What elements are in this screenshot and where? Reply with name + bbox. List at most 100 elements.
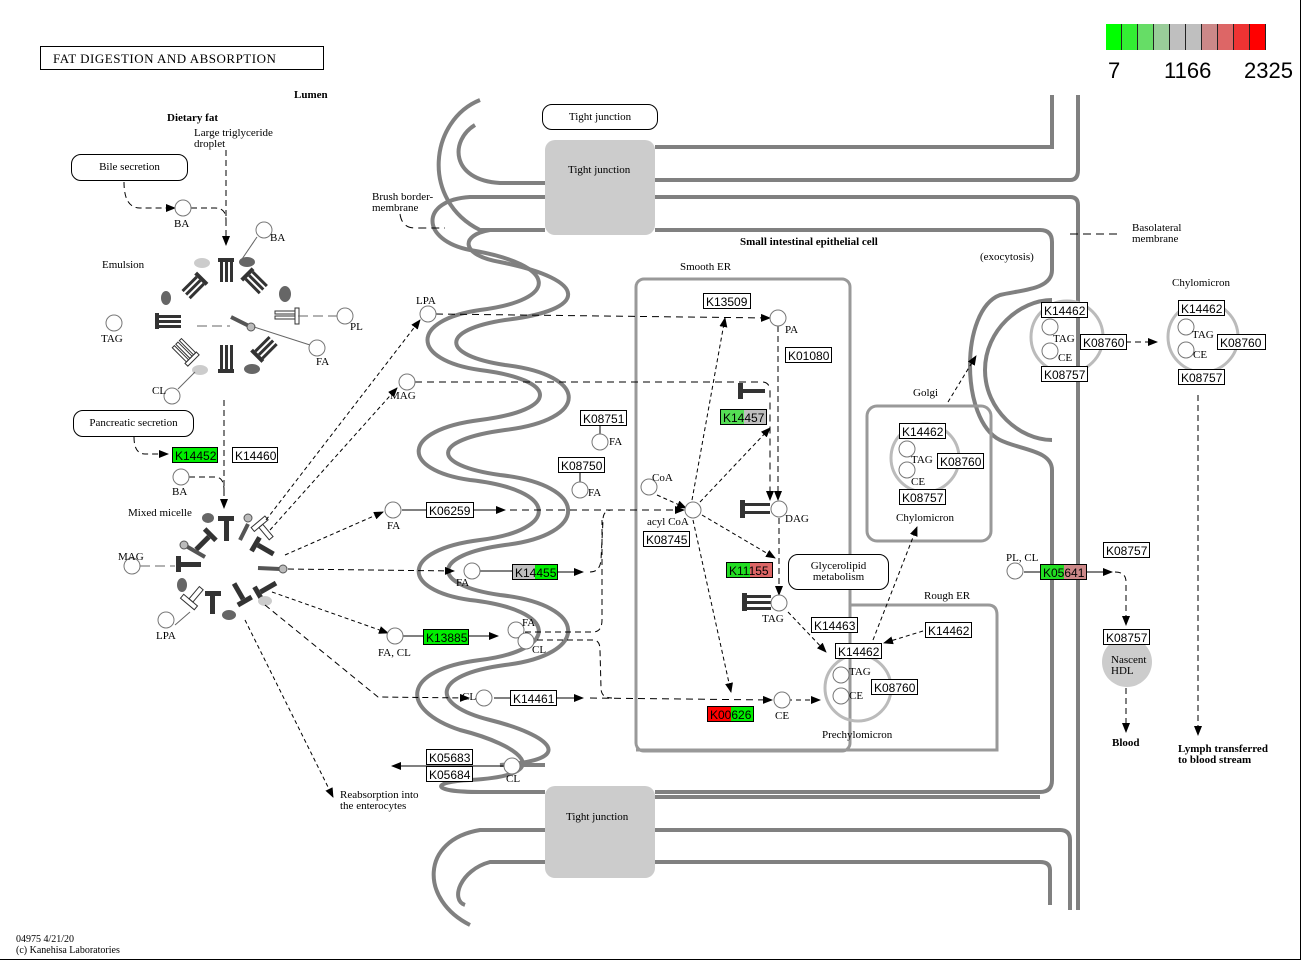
compound-label[interactable]: CE xyxy=(1193,349,1208,361)
tight-junction-top[interactable] xyxy=(545,140,655,235)
compound-label[interactable]: acyl CoA xyxy=(647,516,689,528)
tight-junction-map-link[interactable]: Tight junction xyxy=(542,104,658,130)
tight-junction-bottom[interactable] xyxy=(545,786,655,878)
expression-segment xyxy=(900,424,945,438)
compound-label[interactable]: MAG xyxy=(390,390,416,402)
large-tg-label: Large triglyceride xyxy=(194,127,273,139)
gene-box-k14462[interactable]: K14462 xyxy=(1041,302,1088,318)
compound-label[interactable]: TAG xyxy=(911,454,933,466)
reabsorption-label-2: the enterocytes xyxy=(340,800,407,812)
gene-id-label: K05641 xyxy=(1043,566,1085,580)
compound-label[interactable]: TAG xyxy=(762,613,784,625)
compound-label[interactable]: FA xyxy=(456,577,470,589)
expression-segment xyxy=(581,411,626,425)
compound-label[interactable]: TAG xyxy=(1053,333,1075,345)
compound-label[interactable]: FA, CL xyxy=(378,647,411,659)
compound-label[interactable]: TAG xyxy=(849,666,871,678)
gene-box-k14463[interactable]: K14463 xyxy=(811,617,858,633)
compound-label[interactable]: PA xyxy=(785,324,799,336)
basolateral-membrane xyxy=(655,195,1080,910)
compound-label[interactable]: PL xyxy=(350,321,363,333)
gene-box-k08757[interactable]: K08757 xyxy=(1178,369,1225,385)
brush-border-inner xyxy=(444,228,571,767)
compound-label[interactable]: FA xyxy=(387,520,401,532)
gene-box-k14455[interactable]: K14455 xyxy=(512,564,558,580)
compound-label[interactable]: FA xyxy=(522,617,536,629)
gene-box-k14462[interactable]: K14462 xyxy=(899,423,946,439)
compound-label[interactable]: CL xyxy=(532,644,547,656)
gene-id-label: K14462 xyxy=(1181,302,1223,316)
gene-box-k08757[interactable]: K08757 xyxy=(1103,542,1150,558)
expression-segment xyxy=(535,565,557,579)
compound-label[interactable]: CL xyxy=(462,691,477,703)
gene-box-k14462[interactable]: K14462 xyxy=(835,643,882,659)
gene-box-k08760[interactable]: K08760 xyxy=(937,453,984,469)
gene-box-k08750[interactable]: K08750 xyxy=(558,457,605,473)
gene-box-k08745[interactable]: K08745 xyxy=(643,531,690,547)
expression-segment xyxy=(749,563,772,577)
compound-label[interactable]: CE xyxy=(849,690,864,702)
gene-box-k11155[interactable]: K11155 xyxy=(726,562,773,578)
compound-label[interactable]: TAG xyxy=(1192,329,1214,341)
gene-box-k14452[interactable]: K14452 xyxy=(172,447,218,463)
compound-label[interactable]: BA xyxy=(270,232,286,244)
gene-id-label: K08757 xyxy=(1044,368,1086,382)
compound-label[interactable]: CL xyxy=(506,773,521,785)
compound-label[interactable]: CE xyxy=(775,710,790,722)
gene-id-label: K13885 xyxy=(426,631,468,645)
gene-id-label: K08760 xyxy=(874,681,916,695)
gene-id-label: K14452 xyxy=(175,449,217,463)
compound-label[interactable]: DAG xyxy=(785,513,809,525)
gene-box-k08760[interactable]: K08760 xyxy=(1217,334,1266,350)
compound-label[interactable]: LPA xyxy=(416,295,436,307)
legend-color-cell xyxy=(1202,24,1218,50)
compound-label[interactable]: CoA xyxy=(652,472,673,484)
compound-label[interactable]: PL, CL xyxy=(1006,552,1039,564)
gene-box-k06259[interactable]: K06259 xyxy=(426,502,474,518)
bile-secretion-link[interactable]: Bile secretion xyxy=(71,154,188,181)
gene-box-k14462[interactable]: K14462 xyxy=(925,622,972,638)
compound-label[interactable]: BA xyxy=(174,218,190,230)
compound-label[interactable]: MAG xyxy=(118,551,144,563)
compound-label[interactable]: LPA xyxy=(156,630,176,642)
gene-box-k05641[interactable]: K05641 xyxy=(1040,564,1087,580)
gene-box-k13885[interactable]: K13885 xyxy=(423,629,469,645)
legend-color-cell xyxy=(1186,24,1202,50)
pancreatic-secretion-link[interactable]: Pancreatic secretion xyxy=(73,410,194,437)
gene-box-k05684[interactable]: K05684 xyxy=(426,766,473,782)
compound-label[interactable]: FA xyxy=(316,356,330,368)
compound-label[interactable]: TAG xyxy=(101,333,123,345)
nascent-hdl-particle xyxy=(1102,637,1152,687)
glycerolipid-metabolism-link[interactable]: Glycerolipid metabolism xyxy=(788,554,889,590)
gene-box-k08757[interactable]: K08757 xyxy=(899,489,946,505)
compound-label[interactable]: CE xyxy=(911,476,926,488)
gene-box-k14457[interactable]: K14457 xyxy=(720,409,767,425)
gene-box-k01080[interactable]: K01080 xyxy=(785,347,832,363)
gene-box-k14462[interactable]: K14462 xyxy=(1178,300,1225,316)
gene-box-k08757[interactable]: K08757 xyxy=(1103,629,1150,645)
gene-box-k13509[interactable]: K13509 xyxy=(703,293,751,309)
gene-box-k00626[interactable]: K00626 xyxy=(707,706,754,722)
gene-box-k05683[interactable]: K05683 xyxy=(426,749,473,765)
gene-box-k08757[interactable]: K08757 xyxy=(1041,366,1088,382)
legend-max: 2325 xyxy=(1244,58,1293,83)
inhibition-glyphs xyxy=(738,383,771,611)
expression-segment xyxy=(1179,301,1224,315)
gene-box-k08760[interactable]: K08760 xyxy=(871,679,918,695)
gene-id-label: K08760 xyxy=(1220,336,1262,350)
gene-box-k08760[interactable]: K08760 xyxy=(1080,334,1127,350)
compound-label[interactable]: BA xyxy=(172,486,188,498)
compound-label[interactable]: CL xyxy=(152,385,167,397)
compound-label[interactable]: CE xyxy=(1058,352,1073,364)
compound-label[interactable]: FA xyxy=(588,487,602,499)
gene-box-k14460[interactable]: K14460 xyxy=(232,447,278,463)
gene-id-label: K01080 xyxy=(788,349,830,363)
gene-box-k08751[interactable]: K08751 xyxy=(580,410,627,426)
reaction-lines xyxy=(123,150,1202,798)
golgi-outline xyxy=(865,404,993,543)
legend-color-cell xyxy=(1234,24,1250,50)
gene-box-k14461[interactable]: K14461 xyxy=(510,690,557,706)
expression-segment xyxy=(233,448,277,462)
compound-label[interactable]: FA xyxy=(609,436,623,448)
